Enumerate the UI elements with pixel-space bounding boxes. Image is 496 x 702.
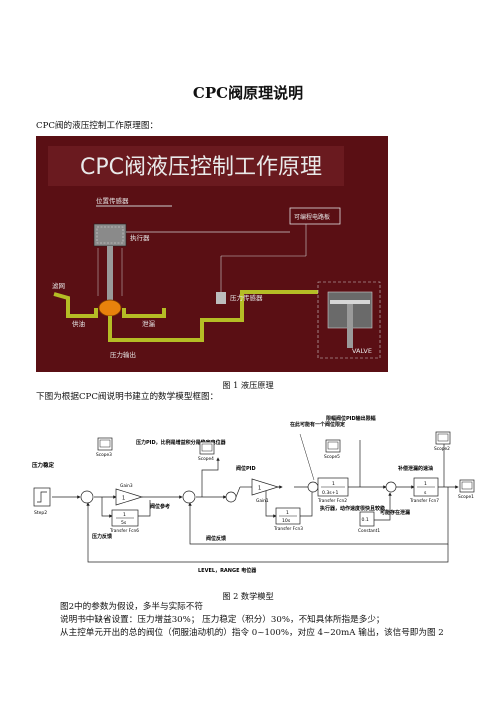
note-pid-p: 压力PID，比例是增益积分是稳定电位器 (136, 439, 227, 446)
programmable-board (289, 207, 341, 225)
sum-block-4 (307, 481, 319, 493)
gain1-name: Gain3 (120, 483, 133, 489)
tf-pos-name: Transfer Fcn3 (273, 526, 303, 532)
scope5-name: Scope5 (324, 454, 340, 460)
label-position-sensor: 位置传感器 (96, 196, 129, 205)
note-pid-out: 限幅阀位PID输出限幅 (326, 415, 376, 422)
label-drain: 泄漏 (142, 319, 156, 328)
tf-int-num: 1 (123, 512, 126, 518)
figure2-caption: 图 2 数学模型 (222, 591, 274, 601)
servo-rod (347, 304, 353, 348)
tf-out-num: 1 (424, 481, 427, 487)
tf-act-num: 1 (332, 481, 335, 487)
gain-block-1 (115, 488, 144, 506)
note-may-have: 在此可能有一个阀位限定 (290, 421, 345, 428)
note-actuator: 执行器，动作速度很快且较稳 (320, 505, 385, 512)
hydraulic-diagram: CPC阀液压控制工作原理 位置传感器 可编程电路板 执行器 滤网 供油 泄漏 压… (36, 136, 388, 372)
gain2-value: 1 (258, 486, 261, 492)
figure1-caption: 图 1 液压原理 (222, 380, 274, 390)
diagram-title-band (48, 146, 344, 186)
gain2-name: Gain1 (256, 498, 269, 504)
tf-pos-den: 10s (282, 518, 291, 524)
label-programmable: 可编程电路板 (294, 213, 330, 221)
note-pressure-set: 压力稳定 (32, 461, 55, 469)
note-valve-pid: 阀位PID (236, 465, 256, 472)
paragraph-2: 说明书中缺省设置：压力增益30%； 压力稳定（积分）30%，不知具体所指是多少； (60, 615, 385, 625)
diagram-heading: CPC阀液压控制工作原理 (80, 155, 322, 180)
sum-block-1 (80, 490, 94, 504)
label-pressure-out: 压力输出 (110, 350, 136, 359)
gain-block-2 (251, 478, 280, 496)
scope4-name: Scope4 (198, 456, 214, 462)
label-actuator: 执行器 (130, 233, 150, 242)
servo-piston (330, 300, 370, 304)
note-leak: 可能存在泄漏 (380, 509, 410, 516)
constant-value: 0.1 (362, 517, 369, 523)
note-compensate: 补偿泄漏的速油 (397, 465, 433, 472)
drain-pipe (122, 308, 166, 318)
pressure-output-pipe (108, 290, 318, 342)
block-diagram: Step2 压力稳定 1 Gain3 1 5s Transfer Fcn6 Sc… (32, 415, 475, 574)
pressure-sensor (216, 292, 226, 304)
valve-frame (317, 281, 381, 359)
figure2-intro: 下图为根据CPC阀说明书建立的数学模型框图： (36, 392, 219, 402)
note-range: LEVEL，RANGE 电位器 (198, 567, 257, 574)
label-pressure-sensor: 压力传感器 (230, 293, 263, 302)
tf-act-name: Transfer Fcn2 (317, 498, 347, 504)
tf-pos-num: 1 (286, 510, 289, 516)
tf-int-den: 5s (121, 520, 127, 526)
paragraph-3: 从主控单元开出的总的阀位（伺服油动机的）指令 0~100%，对应 4~20mA … (60, 628, 444, 638)
note-valve-fb: 阀位反馈 (206, 535, 226, 542)
scope2-name: Scope2 (434, 446, 450, 452)
label-supply: 供油 (72, 319, 85, 328)
gain1-value: 1 (122, 496, 125, 502)
constant-name: Constant1 (358, 528, 380, 534)
sum-block-3 (225, 491, 237, 503)
label-valve: VALVE (352, 347, 372, 355)
tf-out-den: s (424, 491, 427, 496)
page-title: CPC阀原理说明 (192, 84, 304, 102)
step-name: Step2 (34, 510, 47, 516)
scope3-name: Scope3 (96, 452, 112, 458)
label-filter: 滤网 (52, 281, 65, 290)
sum-block-2 (182, 490, 196, 504)
tf-act-den: 0.3s+1 (322, 490, 339, 496)
tf-out-name: Transfer Fcn7 (409, 498, 439, 504)
note-valve-cmd: 阀位参考 (150, 503, 170, 510)
valve-spool (98, 299, 122, 317)
sum-block-5 (385, 481, 397, 493)
supply-pipe (53, 292, 98, 318)
scope1-name: Scope1 (458, 494, 474, 500)
constant-block (359, 511, 375, 527)
tf-int-name: Transfer Fcn6 (109, 528, 139, 534)
valve-stem (107, 246, 113, 302)
paragraph-1: 图2中的参数为假设，多半与实际不符 (60, 602, 203, 612)
intro-text: CPC阀的液压控制工作原理图： (36, 121, 159, 131)
note-pressure-fb: 压力反馈 (92, 533, 112, 540)
step-block (33, 487, 51, 507)
